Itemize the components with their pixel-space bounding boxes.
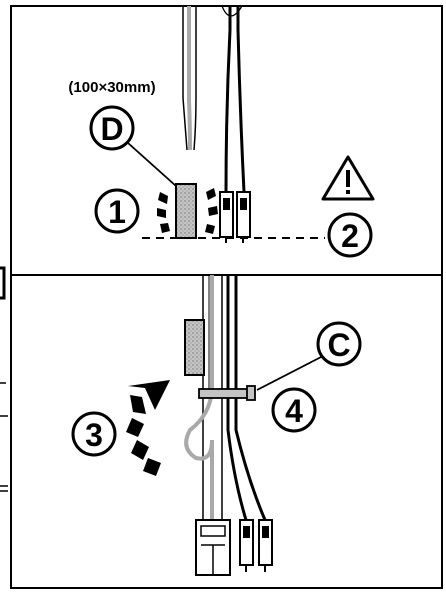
top-cable-bundle — [182, 5, 246, 193]
cable-tie — [198, 385, 256, 401]
top-connector-left — [219, 191, 234, 243]
top-connector-right — [236, 191, 251, 243]
edge-fragments — [0, 266, 8, 492]
step-4-badge: 4 — [271, 387, 317, 433]
step-2-badge: 2 — [327, 212, 373, 258]
step-1-badge: 1 — [94, 188, 140, 234]
dimension-label: (100×30mm) — [68, 79, 155, 96]
foam-block — [184, 319, 205, 376]
bottom-connector-right — [258, 519, 273, 572]
svg-text:4: 4 — [285, 393, 303, 429]
step-3-badge: 3 — [71, 411, 117, 457]
main-connector-housing — [195, 519, 231, 576]
svg-text:C: C — [327, 327, 350, 363]
motion-lines-icon — [157, 188, 218, 234]
bottom-connector-left — [239, 519, 254, 572]
callout-d: D — [89, 105, 177, 187]
svg-text:D: D — [100, 111, 123, 147]
svg-text:1: 1 — [108, 194, 126, 230]
callout-c: C — [256, 321, 362, 391]
svg-text:2: 2 — [341, 218, 359, 254]
svg-text:3: 3 — [85, 417, 103, 453]
bottom-cable-bundle — [184, 275, 267, 521]
foam-sleeve — [175, 183, 197, 239]
curved-arrow-icon — [126, 380, 170, 476]
warning-triangle-icon — [321, 155, 375, 201]
